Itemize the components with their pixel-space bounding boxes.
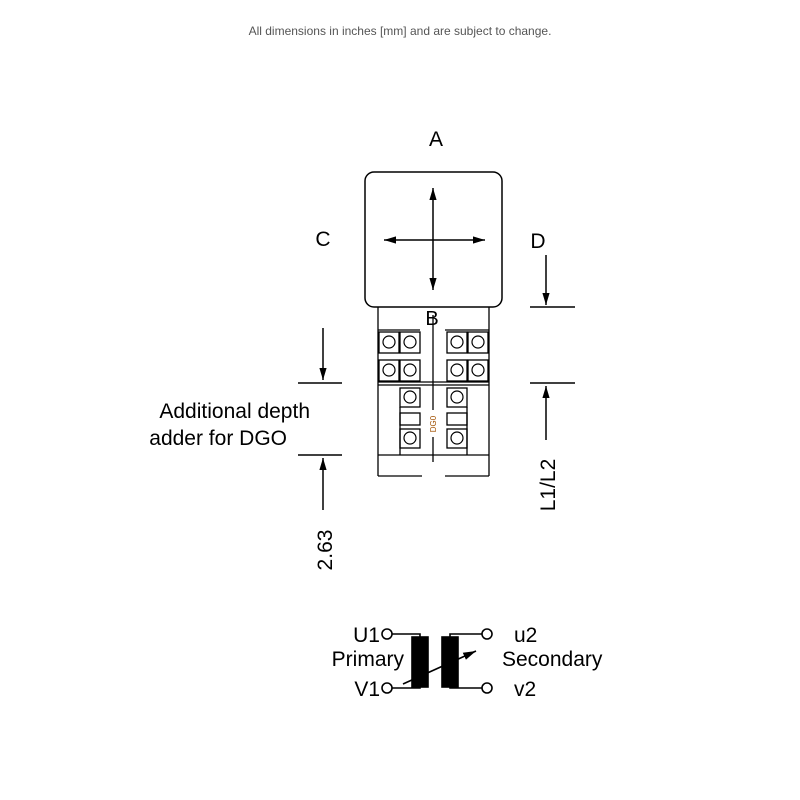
additional-depth-line2: adder for DGO xyxy=(149,427,287,450)
label-b: B xyxy=(425,308,438,330)
label-c: C xyxy=(315,228,330,251)
transformer-schematic xyxy=(381,628,493,694)
terminal-u2: u2 xyxy=(514,624,537,647)
label-d: D xyxy=(530,230,545,253)
top-housing xyxy=(364,171,503,308)
additional-depth-line1: Additional depth xyxy=(159,400,310,423)
dimension-l1-l2: L1/L2 xyxy=(537,459,560,512)
dgo-label: DG0 xyxy=(429,415,438,432)
primary-label: Primary xyxy=(332,648,405,671)
secondary-label: Secondary xyxy=(502,648,603,671)
terminal-body: DG0 xyxy=(377,307,490,477)
terminal-u1: U1 xyxy=(353,624,380,647)
dimensions-note: All dimensions in inches [mm] and are su… xyxy=(248,24,552,38)
dimension-2-63: 2.63 xyxy=(314,530,337,571)
terminal-v2: v2 xyxy=(514,678,536,701)
left-dimension xyxy=(298,328,342,510)
label-a: A xyxy=(429,128,443,151)
terminal-v1: V1 xyxy=(354,678,380,701)
right-dimension xyxy=(530,255,575,440)
